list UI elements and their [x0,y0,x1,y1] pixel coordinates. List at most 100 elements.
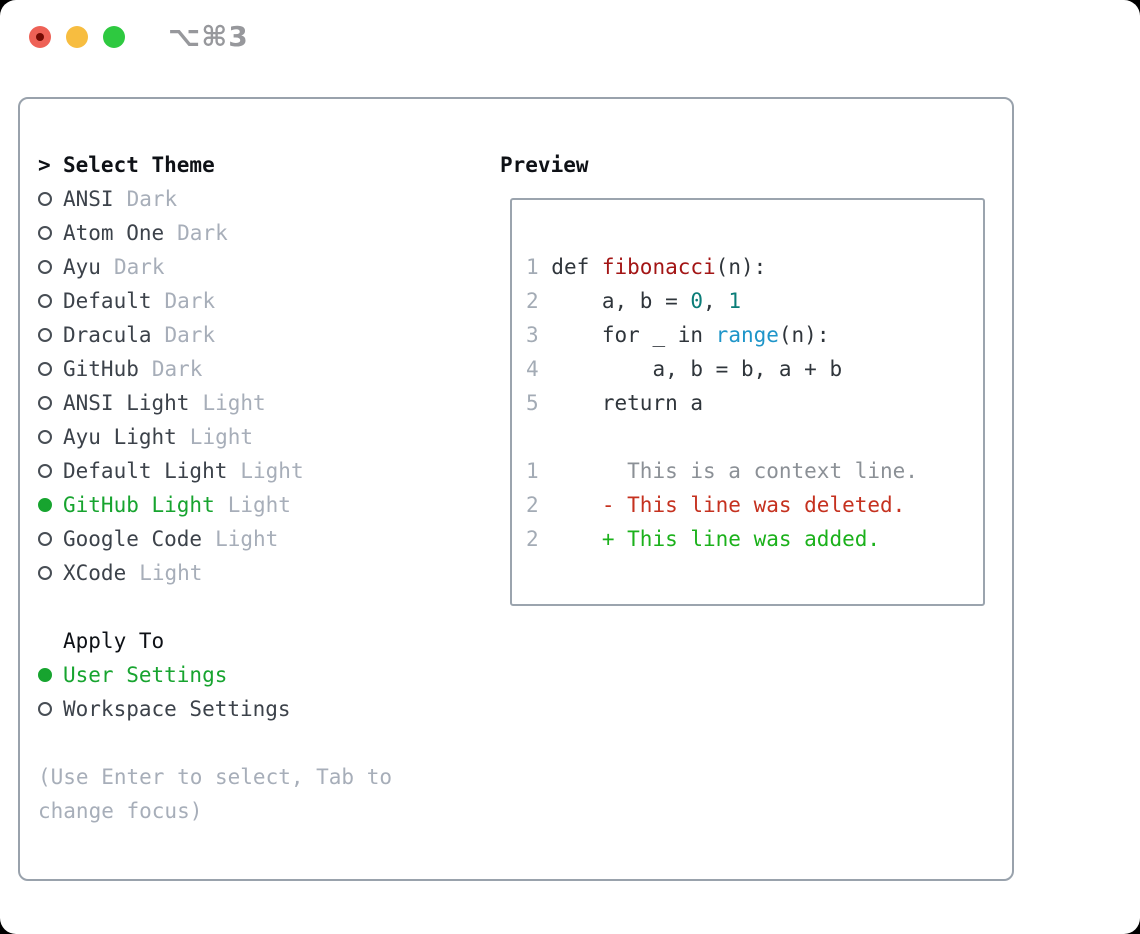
theme-variant: Dark [164,323,216,347]
code-segment: This is a context line. [551,459,918,483]
code-segment: for _ in [551,323,716,347]
line-number: 2 [526,493,552,517]
code-segment [551,493,602,517]
apply-option-workspace-settings[interactable]: Workspace Settings [38,692,462,726]
line-number: 2 [526,289,552,313]
apply-option-user-settings[interactable]: User Settings [38,658,462,692]
preview-column: Preview 1 def fibonacci(n): 2 a, b = 0, … [500,148,1000,606]
code-segment: return a [551,391,704,415]
theme-item-ansi-dark[interactable]: ANSI Dark [38,182,462,216]
theme-variant: Dark [151,357,203,381]
theme-item-ayu-dark[interactable]: Ayu Dark [38,250,462,284]
theme-item-ansi-light[interactable]: ANSI Light Light [38,386,462,420]
theme-variant: Dark [126,187,178,211]
radio-icon [38,362,52,376]
theme-item-ayu-light[interactable]: Ayu Light Light [38,420,462,454]
theme-name: Atom One [63,221,165,245]
theme-variant: Light [227,493,291,517]
theme-name: ANSI Light [63,391,190,415]
theme-name: Dracula [63,323,152,347]
code-segment: a, b = b, a + b [551,357,843,381]
radio-icon [38,294,52,308]
code-segment: + This line was added. [601,527,881,551]
code-line: 4 a, b = b, a + b [526,352,983,386]
minimize-button[interactable] [66,26,88,48]
radio-selected-icon [38,498,52,512]
theme-list-column: > Select Theme ANSI Dark Atom One Dark A… [38,148,462,828]
theme-item-xcode[interactable]: XCode Light [38,556,462,590]
radio-icon [38,464,52,478]
radio-icon [38,396,52,410]
blank-line [526,420,983,454]
line-number: 4 [526,357,552,381]
code-segment: (n): [778,323,830,347]
apply-option-label: User Settings [63,663,228,687]
code-segment: - This line was deleted. [601,493,906,517]
line-number: 3 [526,323,552,347]
theme-variant: Dark [177,221,228,245]
theme-variant: Light [215,527,279,551]
theme-variant: Dark [113,255,165,279]
code-line: 3 for _ in range(n): [526,318,983,352]
theme-item-google-code[interactable]: Google Code Light [38,522,462,556]
theme-name: GitHub [63,357,139,381]
code-line: 2 a, b = 0, 1 [526,284,983,318]
radio-icon [38,328,52,342]
spacer [38,590,462,624]
theme-item-default-dark[interactable]: Default Dark [38,284,462,318]
line-number: 1 [526,459,552,483]
theme-name: Ayu [63,255,101,279]
preview-title: Preview [500,153,589,177]
code-segment [551,527,602,551]
code-preview-box: 1 def fibonacci(n): 2 a, b = 0, 1 3 for … [510,198,985,606]
radio-icon [38,226,52,240]
theme-name: XCode [63,561,127,585]
theme-name: GitHub Light [63,493,215,517]
close-button[interactable] [29,26,51,48]
radio-icon [38,702,52,716]
theme-variant: Light [240,459,304,483]
diff-added-line: 2 + This line was added. [526,522,983,556]
theme-item-github-dark[interactable]: GitHub Dark [38,352,462,386]
line-number: 2 [526,527,552,551]
code-segment: (n): [715,255,767,279]
radio-icon [38,260,52,274]
diff-context-line: 1 This is a context line. [526,454,983,488]
theme-name: Ayu Light [63,425,177,449]
theme-name: Google Code [63,527,203,551]
code-segment: 1 [728,289,741,313]
theme-item-atom-one-dark[interactable]: Atom One Dark [38,216,462,250]
radio-selected-icon [38,668,52,682]
code-segment: fibonacci [601,255,716,279]
apply-to-title: Apply To [63,629,165,653]
line-number: 1 [526,255,552,279]
window-title: ⌥⌘3 [168,20,249,53]
radio-icon [38,566,52,580]
radio-icon [38,532,52,546]
theme-item-github-light[interactable]: GitHub Light Light [38,488,462,522]
theme-picker-panel: > Select Theme ANSI Dark Atom One Dark A… [18,97,1014,881]
code-line: 1 def fibonacci(n): [526,250,983,284]
diff-deleted-line: 2 - This line was deleted. [526,488,983,522]
select-theme-header: > Select Theme [38,148,462,182]
keyboard-hint: (Use Enter to select, Tab to change focu… [38,765,393,823]
apply-option-label: Workspace Settings [63,697,291,721]
title-bar: ⌥⌘3 [29,20,249,53]
select-theme-title: Select Theme [63,153,215,177]
radio-icon [38,430,52,444]
theme-item-dracula-dark[interactable]: Dracula Dark [38,318,462,352]
apply-to-header: Apply To [38,624,462,658]
theme-item-default-light[interactable]: Default Light Light [38,454,462,488]
line-number: 5 [526,391,552,415]
theme-name: Default [63,289,152,313]
radio-icon [38,192,52,206]
code-segment: , [703,289,729,313]
theme-variant: Light [202,391,266,415]
zoom-button[interactable] [103,26,125,48]
theme-name: Default Light [63,459,228,483]
code-segment: 0 [690,289,704,313]
theme-variant: Light [189,425,254,449]
theme-variant: Dark [164,289,216,313]
code-segment: def [551,255,602,279]
